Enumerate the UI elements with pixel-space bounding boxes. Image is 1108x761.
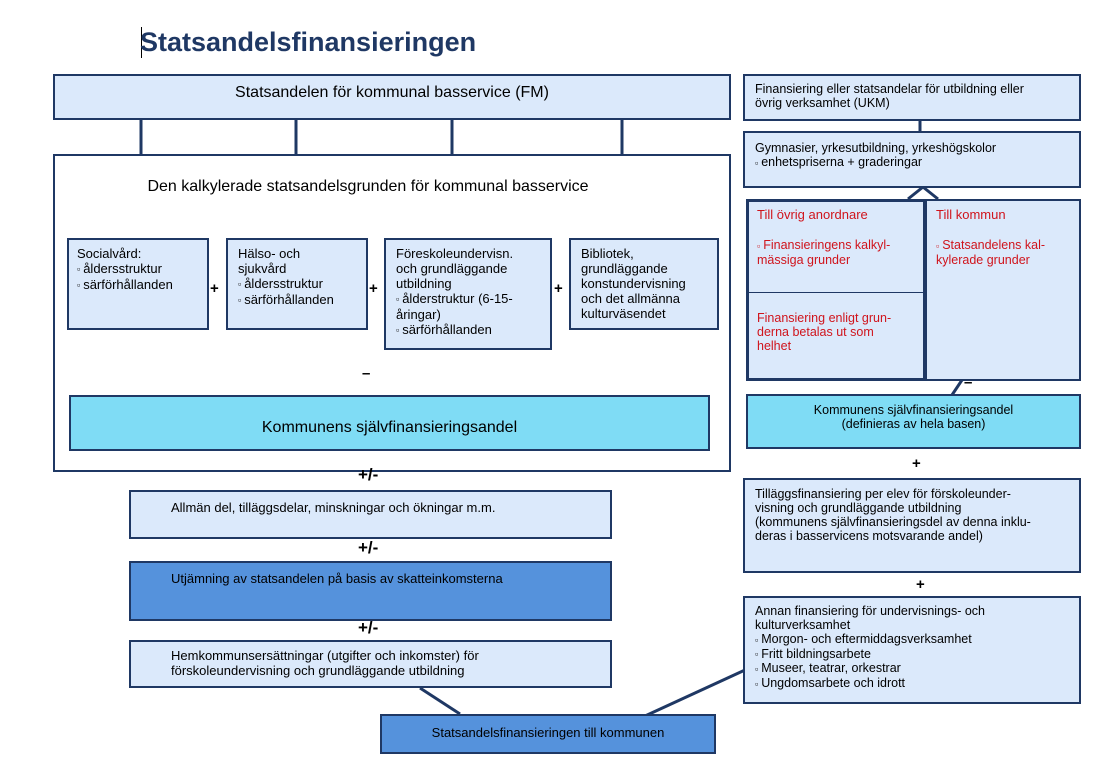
extra-financing-line: deras i basservicens motsvarande andel) xyxy=(755,529,983,543)
home-municipality-box: Hemkommunsersättningar (utgifter och ink… xyxy=(129,640,612,688)
other-financing-line: kulturverksamhet xyxy=(755,618,851,632)
fm-box-label: Statsandelen för kommunal basservice (FM… xyxy=(235,84,549,101)
plus-minus-operator: +/- xyxy=(358,538,379,557)
preschool-education-box: Föreskoleundervisn. och grundläggande ut… xyxy=(384,238,552,350)
divider xyxy=(748,292,924,293)
ukm-self-financing-line: (definieras av hela basen) xyxy=(841,417,986,431)
library-line: Bibliotek, xyxy=(581,246,634,261)
other-financing-item: ▫Ungdomsarbete och idrott xyxy=(755,676,906,691)
extra-financing-line: visning och grundläggande utbildning xyxy=(755,501,962,515)
preschool-title: utbildning xyxy=(396,276,452,291)
upper-secondary-box: Gymnasier, yrkesutbildning, yrkeshögskol… xyxy=(743,131,1081,188)
self-financing-label: Kommunens självfinansieringsandel xyxy=(261,419,518,436)
other-organizer-bullet: ▫Finansieringens kalkyl- mässiga grunder xyxy=(757,238,891,267)
result-label: Statsandelsfinansieringen till kommunen xyxy=(431,725,665,740)
social-care-box: Socialvård: ▫åldersstruktur ▫särförhålla… xyxy=(67,238,209,330)
plus-operator: + xyxy=(210,280,219,297)
extra-financing-line: Tilläggsfinansiering per elev för försko… xyxy=(755,487,1011,501)
library-line: kulturväsendet xyxy=(581,306,666,321)
municipality-title: Till kommun xyxy=(936,207,1006,222)
other-organizer-box xyxy=(746,199,926,381)
fm-box: Statsandelen för kommunal basservice (FM… xyxy=(53,74,731,120)
upper-secondary-line: Gymnasier, yrkesutbildning, yrkeshögskol… xyxy=(755,141,997,155)
ukm-header-line: Finansiering eller statsandelar för utbi… xyxy=(755,82,1024,96)
library-line: konstundervisning xyxy=(581,276,686,291)
ukm-self-financing-line: Kommunens självfinansieringsandel xyxy=(813,403,1014,417)
upper-secondary-item: ▫enhetspriserna + graderingar xyxy=(755,155,923,169)
plus-operator: + xyxy=(554,280,563,297)
result-box: Statsandelsfinansieringen till kommunen xyxy=(380,714,716,754)
health-care-title: sjukvård xyxy=(238,261,287,276)
general-part-label: Allmän del, tilläggsdelar, minskningar o… xyxy=(171,500,496,515)
social-care-title: Socialvård: xyxy=(77,246,142,261)
ukm-header-box: Finansiering eller statsandelar för utbi… xyxy=(743,74,1081,121)
self-financing-box: Kommunens självfinansieringsandel xyxy=(69,395,710,451)
home-municipality-line: förskoleundervisning och grundläggande u… xyxy=(171,663,465,678)
plus-operator: + xyxy=(912,455,921,472)
plus-minus-operator: +/- xyxy=(358,465,379,484)
library-line: grundläggande xyxy=(581,261,668,276)
minus-operator: – xyxy=(362,365,371,382)
preschool-item: ▫särförhållanden xyxy=(396,322,492,338)
equalization-box: Utjämning av statsandelen på basis av sk… xyxy=(129,561,612,621)
other-financing-box: Annan finansiering för undervisnings- oc… xyxy=(743,596,1081,704)
page-title: Statsandelsfinansieringen xyxy=(140,27,477,57)
library-culture-box: Bibliotek, grundläggande konstundervisni… xyxy=(569,238,719,330)
health-care-item: ▫åldersstruktur xyxy=(238,276,323,291)
preschool-item: åringar) xyxy=(396,307,441,323)
social-care-item: ▫åldersstruktur xyxy=(77,261,162,276)
municipality-box xyxy=(925,199,1081,381)
health-care-item: ▫särförhållanden xyxy=(238,292,334,308)
health-care-box: Hälso- och sjukvård ▫åldersstruktur ▫sär… xyxy=(226,238,368,330)
health-care-title: Hälso- och xyxy=(238,246,301,261)
minus-operator: – xyxy=(964,374,973,391)
preschool-title: och grundläggande xyxy=(396,261,508,276)
ukm-self-financing-box: Kommunens självfinansieringsandel (defin… xyxy=(746,394,1081,449)
preschool-title: Föreskoleundervisn. xyxy=(396,246,514,261)
extra-financing-box: Tilläggsfinansiering per elev för försko… xyxy=(743,478,1081,573)
other-financing-line: Annan finansiering för undervisnings- oc… xyxy=(755,604,985,618)
home-municipality-line: Hemkommunsersättningar (utgifter och ink… xyxy=(171,648,479,663)
calculated-base-heading: Den kalkylerade statsandelsgrunden för k… xyxy=(147,178,589,195)
other-organizer-financing: Finansiering enligt grun- derna betalas … xyxy=(757,311,892,353)
preschool-item: ▫ålderstruktur (6-15- xyxy=(396,291,513,306)
social-care-item: ▫särförhållanden xyxy=(77,277,173,293)
municipality-bullet: ▫Statsandelens kal- kylerade grunder xyxy=(936,238,1046,267)
equalization-label: Utjämning av statsandelen på basis av sk… xyxy=(171,571,503,586)
plus-operator: + xyxy=(916,576,925,593)
extra-financing-line: (kommunens självfinansieringsdel av denn… xyxy=(755,515,1031,529)
library-line: och det allmänna xyxy=(581,291,681,306)
other-financing-item: ▫Museer, teatrar, orkestrar xyxy=(755,661,901,676)
plus-minus-operator: +/- xyxy=(358,618,379,637)
ukm-header-line: övrig verksamhet (UKM) xyxy=(755,96,890,110)
plus-operator: + xyxy=(369,280,378,297)
other-financing-item: ▫Fritt bildningsarbete xyxy=(755,646,871,661)
other-financing-item: ▫Morgon- och eftermiddagsverksamhet xyxy=(755,632,972,646)
general-part-box: Allmän del, tilläggsdelar, minskningar o… xyxy=(129,490,612,539)
other-organizer-title: Till övrig anordnare xyxy=(757,207,868,222)
text-cursor xyxy=(141,27,142,58)
